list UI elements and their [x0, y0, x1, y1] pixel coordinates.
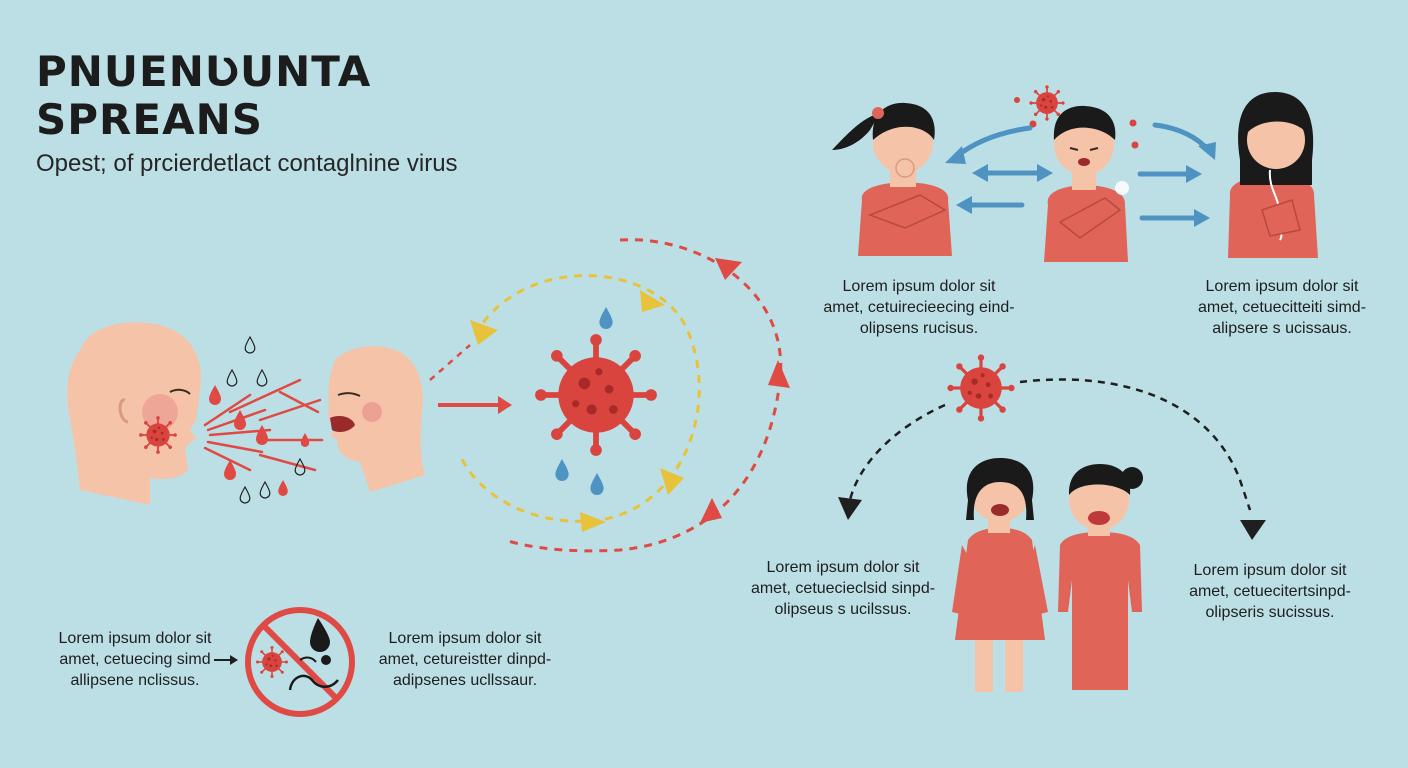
- caption-line: adipsenes ucllssaur.: [392, 672, 538, 689]
- small-virus-dots: [1014, 97, 1139, 149]
- caption-line: alipsere s ucissaus.: [1212, 320, 1352, 337]
- red-arrow-icon: [429, 344, 512, 414]
- sneezing-person: [67, 322, 202, 505]
- caption-bottom-left: Lorem ipsum dolor sit amet, cetuecing si…: [30, 628, 240, 691]
- child-right: [1058, 464, 1143, 690]
- caption-line: allipsene nclissus.: [70, 672, 200, 689]
- caption-line: amet, cetuirecieecing eind-: [823, 299, 1015, 316]
- no-sign-icon: [245, 607, 355, 717]
- virus-icon: [1028, 84, 1066, 122]
- caption-line: Lorem ipsum dolor sit: [1193, 562, 1347, 579]
- caption-line: Lorem ipsum dolor sit: [388, 630, 542, 647]
- dashed-arrow-icon: [848, 378, 1252, 511]
- person-coughing-right: [1228, 92, 1318, 258]
- title-line-2: SPREANS: [36, 95, 263, 144]
- caption-top-right: Lorem ipsum dolor sit amet, cetuecitteit…: [1172, 276, 1392, 339]
- virus-icon: [945, 352, 1017, 424]
- caption-line: Lorem ipsum dolor sit: [842, 278, 996, 295]
- caption-bottom-right: Lorem ipsum dolor sit amet, cetueciterts…: [1165, 560, 1375, 623]
- person-covering-mouth: [832, 102, 952, 256]
- central-virus-icon: [535, 334, 657, 456]
- caption-line: olipsens rucisus.: [859, 320, 979, 337]
- caption-line: olipseris sucissus.: [1205, 604, 1335, 621]
- page-subtitle: Opest; of prcierdetlact contaglnine viru…: [36, 150, 458, 177]
- title-line-1: PNUENƲUNTA: [36, 47, 372, 96]
- person-sneezing-center: [1044, 105, 1129, 262]
- virus-icon: [138, 415, 178, 455]
- receiving-person: [328, 346, 425, 492]
- arrowhead-icon: [470, 258, 790, 532]
- caption-line: amet, cetuecitertsinpd-: [1189, 583, 1351, 600]
- caption-top-middle: Lorem ipsum dolor sit amet, cetuirecieec…: [809, 276, 1029, 339]
- caption-line: amet, cetuecing simd: [59, 651, 211, 668]
- page-title: PNUENƲUNTA SPREANS: [36, 48, 371, 144]
- caption-line: amet, cetuecitteiti simd-: [1197, 299, 1367, 316]
- caption-line: Lorem ipsum dolor sit: [58, 630, 212, 647]
- caption-line: olipseus s ucilssus.: [774, 601, 912, 618]
- caption-line: Lorem ipsum dolor sit: [766, 559, 920, 576]
- caption-bottom-mid-right: Lorem ipsum dolor sit amet, cetuecieclsi…: [738, 557, 948, 620]
- blue-arrow-icon: [945, 122, 1216, 227]
- child-left: [952, 458, 1048, 692]
- arrowhead-icon: [838, 497, 1266, 540]
- caption-bottom-center: Lorem ipsum dolor sit amet, cetureistter…: [360, 628, 570, 691]
- caption-arrow-icon: [214, 655, 238, 665]
- caption-line: amet, cetuecieclsid sinpd-: [750, 580, 936, 597]
- caption-line: Lorem ipsum dolor sit: [1205, 278, 1359, 295]
- sneeze-spray: [203, 378, 324, 472]
- caption-line: amet, cetureistter dinpd-: [378, 651, 552, 668]
